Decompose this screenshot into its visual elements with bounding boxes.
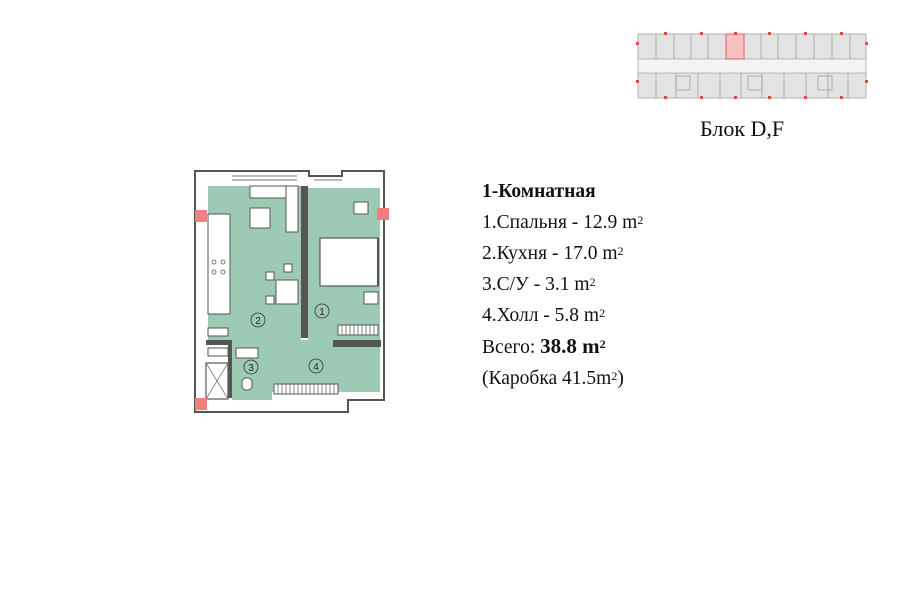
room-4-number: 4: [313, 362, 319, 373]
room-item-2: 2.Кухня - 17.0 m2: [482, 243, 624, 264]
apartment-floor-plan: 1 2 3 4: [194, 170, 389, 413]
apartment-info: 1-Комнатная 1.Спальня - 12.9 m2 2.Кухня …: [482, 176, 643, 394]
block-key-plan: [636, 32, 868, 99]
apartment-title: 1-Комнатная: [482, 181, 596, 202]
room-3-number: 3: [248, 363, 254, 374]
room-item-1: 1.Спальня - 12.9 m2: [482, 212, 644, 233]
shell-area: (Каробка 41.5m2): [482, 368, 624, 389]
room-1-number: 1: [319, 307, 325, 318]
room-item-4: 4.Холл - 5.8 m2: [482, 305, 606, 326]
room-2-number: 2: [255, 316, 261, 327]
block-label: Блок D,F: [700, 116, 785, 141]
room-item-3: 3.С/У - 3.1 m2: [482, 274, 596, 295]
total-area: Всего: 38.8 m2: [482, 334, 606, 358]
